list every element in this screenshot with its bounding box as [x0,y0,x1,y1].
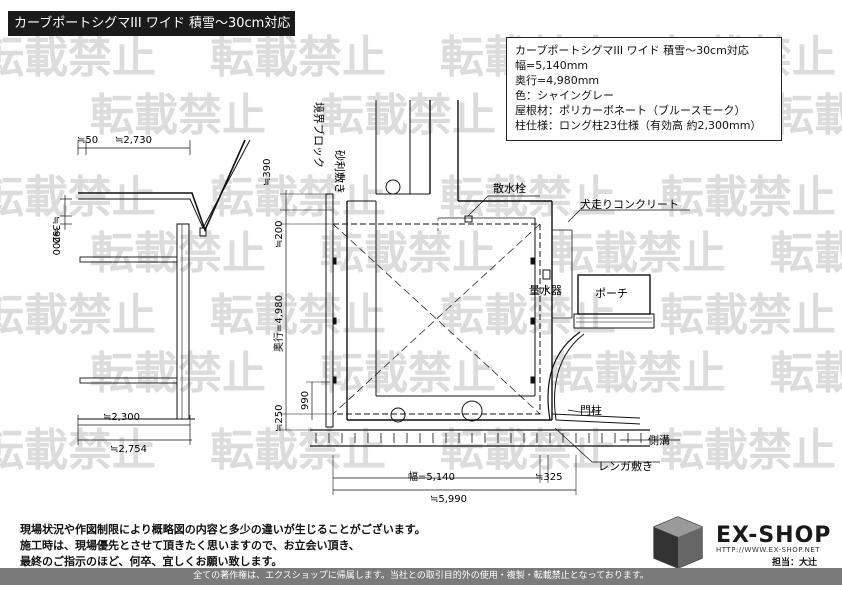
dim-390: ≒390 [262,159,273,186]
side-ditch-label: 側溝 [648,434,670,447]
watermark-text: 転載禁止 [0,32,156,83]
note-line: 施工時は、現場優先とさせて頂きたく思いますので、お立会い頂き、 [20,539,360,552]
spec-line-color: 色：シャイングレー [515,89,614,102]
watermark-text: 転載禁止 [770,228,842,279]
watermark-text: 転載禁止 [550,228,726,279]
dim-width: 幅=5,140 [408,470,455,483]
dim-990: 990 [300,391,311,410]
charge-label: 担当：大辻 [772,558,818,568]
watermark-text: 転載禁止 [210,290,386,341]
logo-name: EX-SHOP [716,523,832,548]
brick-paving-label: レンガ敷き [598,459,653,473]
page-title: カーブポートシグマIII ワイド 積雪～30cm対応 [8,11,295,36]
watermark-text: 転載禁止 [660,425,836,476]
logo-icon [653,516,703,569]
watermark-text: 転載禁止 [90,90,266,141]
dim-5990: ≒5,990 [430,494,467,505]
spec-line-roof: 屋根材：ポリカーボネート（ブルースモーク） [515,104,746,117]
watermark-text: 転載禁止 [660,172,836,223]
porch-label: ポーチ [595,287,628,300]
spec-box: カーブポートシグマIII ワイド 積雪～30cm対応 幅=5,140mm 奥行=… [506,37,782,141]
water-meter-label: 量水器 [529,284,562,297]
spec-line-depth: 奥行=4,980mm [515,74,600,87]
watermark-text: 転載禁止 [90,228,266,279]
sprinkler-label: 散水栓 [493,181,526,195]
driveway-concrete-label: 犬走りコンクリート [580,197,679,211]
watermark-text: 転載禁止 [210,425,386,476]
dim-250: ≒250 [274,405,285,432]
dim-left-390: ≒390 [50,216,61,243]
copyright-footer: 全ての著作権は、エクスショップに帰属します。当社との取引目的外の使用・複製・転載… [0,568,842,585]
spec-line-width: 幅=5,140mm [515,59,589,72]
watermark-text: 転載禁止 [0,290,156,341]
watermark-text: 転載禁止 [210,172,386,223]
boundary-block-label: 境界ブロック [312,102,326,168]
dim-left-200: ≒200 [50,228,61,255]
spec-line-product: カーブポートシグマIII ワイド 積雪～30cm対応 [515,44,749,57]
note-line: 最終のご指示のほど、何卒、宜しくお願い致します。 [20,555,283,568]
dim-bottom-inner: ≒2,300 [103,412,140,423]
watermark-text: 転載禁止 [550,348,726,399]
watermark-text: 転載禁止 [440,425,616,476]
watermark-text: 転載禁止 [770,348,842,399]
note-line: 現場状況や作図制限により概略図の内容と多少の違いが生じることがございます。 [20,523,426,536]
watermark-text: 転載禁止 [90,348,266,399]
watermark-text: 転載禁止 [440,290,616,341]
watermark-text: 転載禁止 [320,90,496,141]
watermark-text: 転載禁止 [660,290,836,341]
dim-200: ≒200 [274,221,285,248]
watermark-text: 転載禁止 [210,32,386,83]
dim-top-width: ≒2,730 [115,135,152,146]
dim-bottom-outer: ≒2,754 [110,444,147,455]
logo-url: HTTP://WWW.EX-SHOP.NET [716,546,821,554]
watermark-text: 転載禁止 [320,348,496,399]
watermark-text: 転載禁止 [0,172,156,223]
dim-top-small: ≒50 [77,135,98,146]
gate-post-label: 門柱 [580,403,602,417]
watermark-layer: 転載禁止転載禁止転載禁止転載禁止転載禁止転載禁止転載禁止転載禁止転載禁止転載禁止… [0,32,842,476]
watermark-text: 転載禁止 [320,228,496,279]
notes: 現場状況や作図制限により概略図の内容と多少の違いが生じることがございます。 施工… [20,522,426,570]
plan-view [280,100,690,495]
watermark-text: 転載禁止 [770,90,842,141]
dim-325: ≒325 [535,472,562,483]
spec-line-post: 柱仕様：ロング柱23仕様（有効高 約2,300mm） [515,119,762,132]
gravel-label: 砂利敷き [333,150,347,194]
dim-depth: 奥行=4,980 [272,295,285,352]
side-view [60,139,251,445]
